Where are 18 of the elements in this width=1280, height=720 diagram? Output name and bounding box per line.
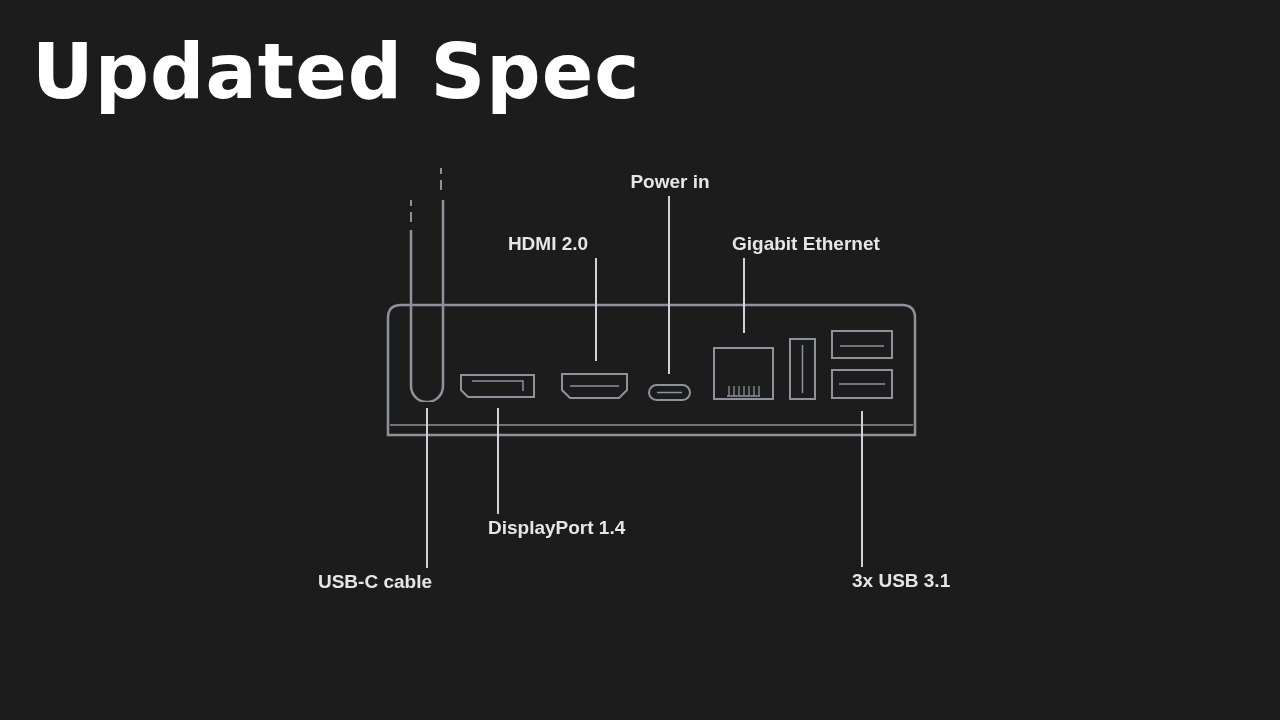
port-label: HDMI 2.0: [507, 232, 589, 256]
hdmi-port: [561, 373, 628, 399]
leader-line: [668, 195, 670, 375]
usb-a-port: [831, 369, 893, 399]
port-label: DisplayPort 1.4: [488, 516, 626, 540]
leader-line: [743, 257, 745, 334]
title: Updated Spec: [32, 28, 641, 116]
leader-line: [426, 407, 428, 569]
usb-c-port: [648, 384, 691, 401]
ethernet-port: [713, 347, 774, 400]
port-label: USB-C cable: [317, 570, 432, 594]
port-label: 3x USB 3.1: [852, 569, 951, 593]
leader-line: [861, 410, 863, 568]
port-label: Power in: [630, 170, 710, 194]
displayport-port: [460, 374, 535, 398]
leader-line: [595, 257, 597, 362]
port-label: Gigabit Ethernet: [732, 232, 880, 256]
leader-line: [497, 407, 499, 515]
